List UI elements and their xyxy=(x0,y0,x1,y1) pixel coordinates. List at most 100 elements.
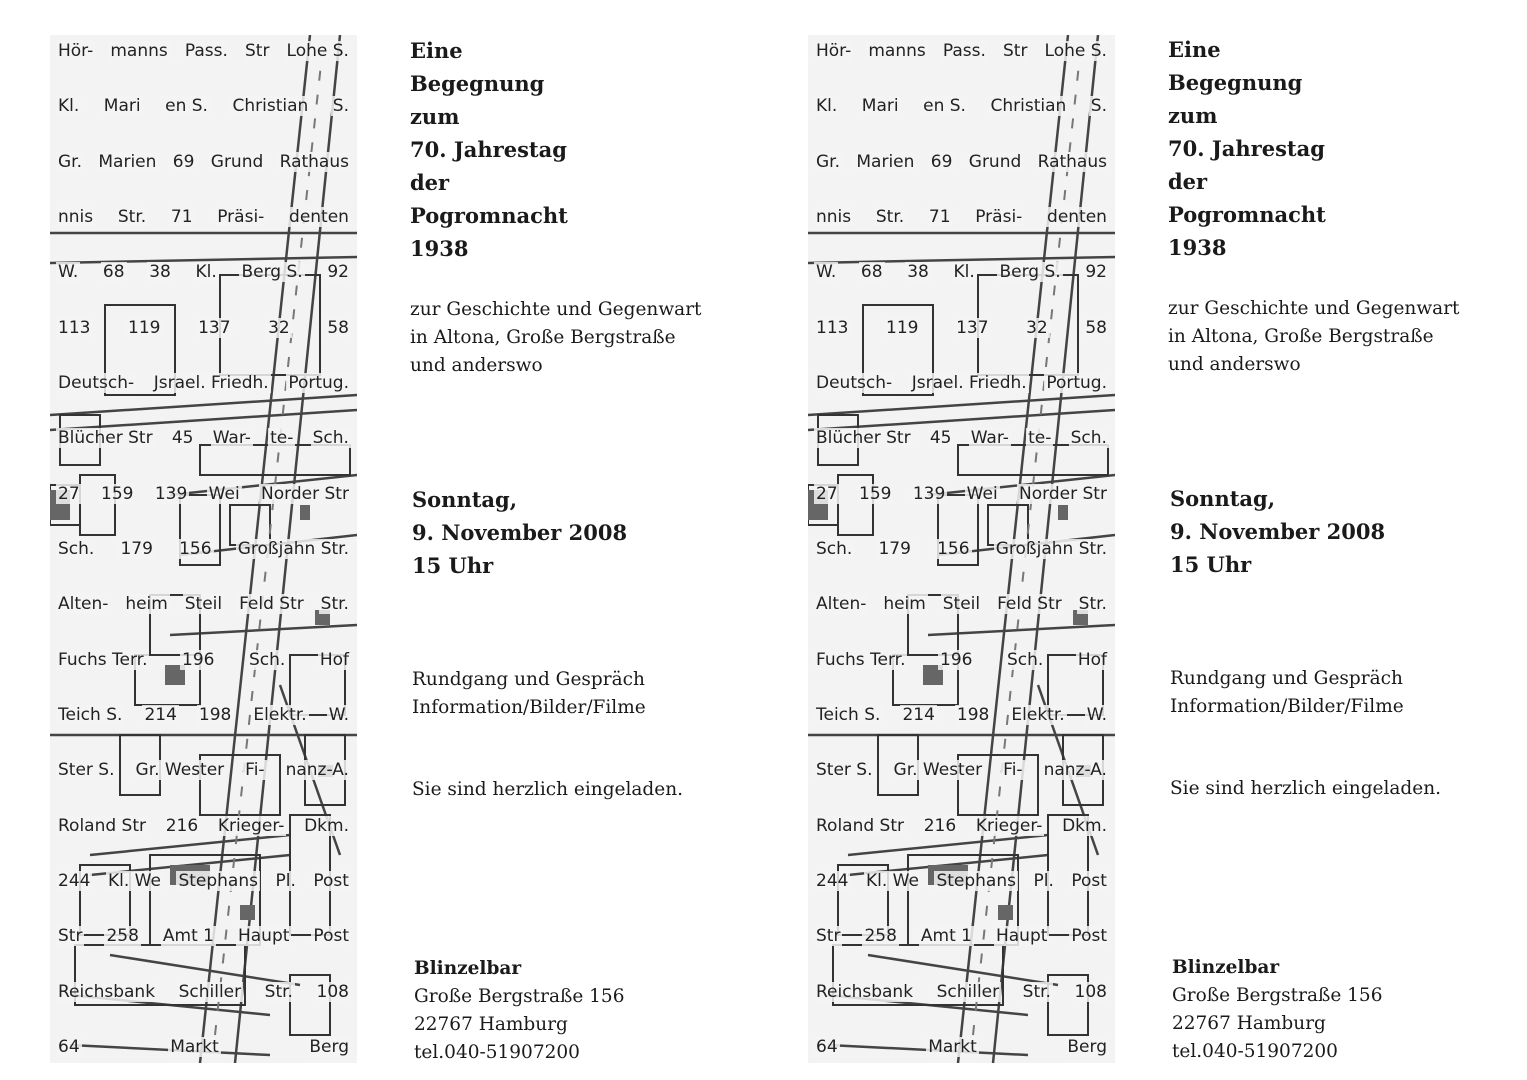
map-label: 71 xyxy=(926,206,953,227)
map-label: Berg S. xyxy=(997,262,1063,283)
map-label: Berg xyxy=(1065,1036,1109,1057)
map-label: 198 xyxy=(954,704,992,725)
title-line: 70. Jahrestag xyxy=(410,137,567,162)
map-label: Dkm. xyxy=(302,815,351,836)
map-block xyxy=(179,494,221,566)
title-line: der xyxy=(1168,169,1208,194)
map-label: 196 xyxy=(180,649,217,670)
map-label: 71 xyxy=(168,206,195,227)
map-block xyxy=(862,304,934,396)
title-line: Eine xyxy=(410,38,463,63)
date-line: Sonntag, xyxy=(412,487,518,512)
map-label: 214 xyxy=(142,704,179,725)
map-label: 156 xyxy=(177,538,214,559)
map-label: Fi- xyxy=(1001,760,1025,781)
map-label: Präsi- xyxy=(215,206,267,227)
map-label: S. xyxy=(330,96,351,117)
title-line: 1938 xyxy=(410,236,469,261)
map-label: Dkm. xyxy=(1060,815,1109,836)
program-line: Rundgang und Gespräch xyxy=(412,669,645,690)
map-label: Pass. xyxy=(182,41,230,61)
map-label: 216 xyxy=(921,815,959,836)
map-label: Grund xyxy=(966,151,1024,172)
map-label: Str xyxy=(814,926,843,947)
map-label: nnis xyxy=(814,206,854,227)
event-subtitle: zur Geschichte und Gegenwart in Altona, … xyxy=(410,296,701,380)
map-label: Sch. xyxy=(814,538,855,559)
map-label: Mari xyxy=(859,96,901,117)
title-line: zum xyxy=(1168,103,1218,128)
event-date: Sonntag, 9. November 2008 15 Uhr xyxy=(1170,482,1385,581)
map-label: Ster S. xyxy=(56,760,117,781)
map-label: Gr. Wester xyxy=(891,760,985,781)
map-label: Str xyxy=(1000,41,1030,61)
map-road xyxy=(927,623,1115,637)
map-label: 137 xyxy=(196,317,233,338)
map-label: Markt xyxy=(926,1036,979,1057)
map-label: 159 xyxy=(99,483,136,504)
map-label: Gr. xyxy=(814,151,843,172)
map-road xyxy=(847,833,1049,857)
map-block xyxy=(832,944,1004,1006)
venue-street: Große Bergstraße 156 xyxy=(414,986,625,1007)
map-label: Hof xyxy=(1075,649,1109,670)
map-label: Deutsch- xyxy=(814,372,895,393)
title-line: Begegnung xyxy=(1168,70,1303,95)
venue-address: Blinzelbar Große Bergstraße 156 22767 Ha… xyxy=(414,955,624,1067)
map-label: Feld Str xyxy=(237,594,306,615)
map-label: Hör- xyxy=(814,41,854,61)
venue-name: Blinzelbar xyxy=(414,958,522,979)
map-label: Alten- xyxy=(814,594,869,615)
title-line: Eine xyxy=(1168,37,1221,62)
map-label: Steil xyxy=(940,594,983,615)
map-label: Str xyxy=(242,41,272,61)
map-label: Fuchs Terr. xyxy=(56,649,150,670)
map-label: 196 xyxy=(938,649,975,670)
map-road xyxy=(109,953,301,987)
map-label: 244 xyxy=(814,870,851,891)
map-label: Kl. We xyxy=(863,870,921,891)
map-label: 179 xyxy=(876,538,913,559)
map-label: 108 xyxy=(314,981,351,1002)
map-label: Portug. xyxy=(1044,372,1109,393)
map-block xyxy=(104,304,176,396)
map-label: 258 xyxy=(862,926,899,947)
map-label: Portug. xyxy=(286,372,351,393)
map-block xyxy=(1047,654,1104,716)
venue-city: 22767 Hamburg xyxy=(414,1014,568,1035)
map-label: Großjahn Str. xyxy=(993,538,1109,559)
venue-city: 22767 Hamburg xyxy=(1172,1013,1326,1034)
event-program: Rundgang und Gespräch Information/Bilder… xyxy=(1170,665,1404,721)
subtitle-line: zur Geschichte und Gegenwart xyxy=(1168,298,1460,319)
map-label: 119 xyxy=(126,317,163,338)
map-label: heim xyxy=(881,594,928,615)
map-road xyxy=(808,255,1115,265)
map-label: 92 xyxy=(325,262,351,283)
map-label: Reichsbank xyxy=(814,981,916,1002)
map-label: Wei xyxy=(964,483,1000,504)
map-label: Post xyxy=(311,926,351,947)
map-label: Amt 1 xyxy=(160,926,216,947)
map-label: manns xyxy=(108,41,170,61)
map-label: Roland Str xyxy=(814,815,907,836)
map-label: Teich S. xyxy=(814,704,883,725)
map-label: 68 xyxy=(100,262,127,283)
date-line: 15 Uhr xyxy=(1170,552,1252,577)
map-label: Markt xyxy=(168,1036,221,1057)
map-label: denten xyxy=(1045,206,1109,227)
map-label: 45 xyxy=(927,428,954,449)
map-label: Kl. xyxy=(951,262,977,283)
map-label: 27 xyxy=(56,483,82,504)
map-label: Elektr. xyxy=(1009,704,1067,725)
subtitle-line: in Altona, Große Bergstraße xyxy=(410,327,676,348)
map-label: Reichsbank xyxy=(56,981,158,1002)
map-label: Str. xyxy=(873,206,907,227)
event-program: Rundgang und Gespräch Information/Bilder… xyxy=(412,666,646,722)
map-label: Kl. xyxy=(56,96,82,117)
map-label: Marien xyxy=(96,151,159,172)
map-label: Großjahn Str. xyxy=(235,538,351,559)
map-label: 137 xyxy=(954,317,991,338)
map-label: 32 xyxy=(266,317,292,338)
